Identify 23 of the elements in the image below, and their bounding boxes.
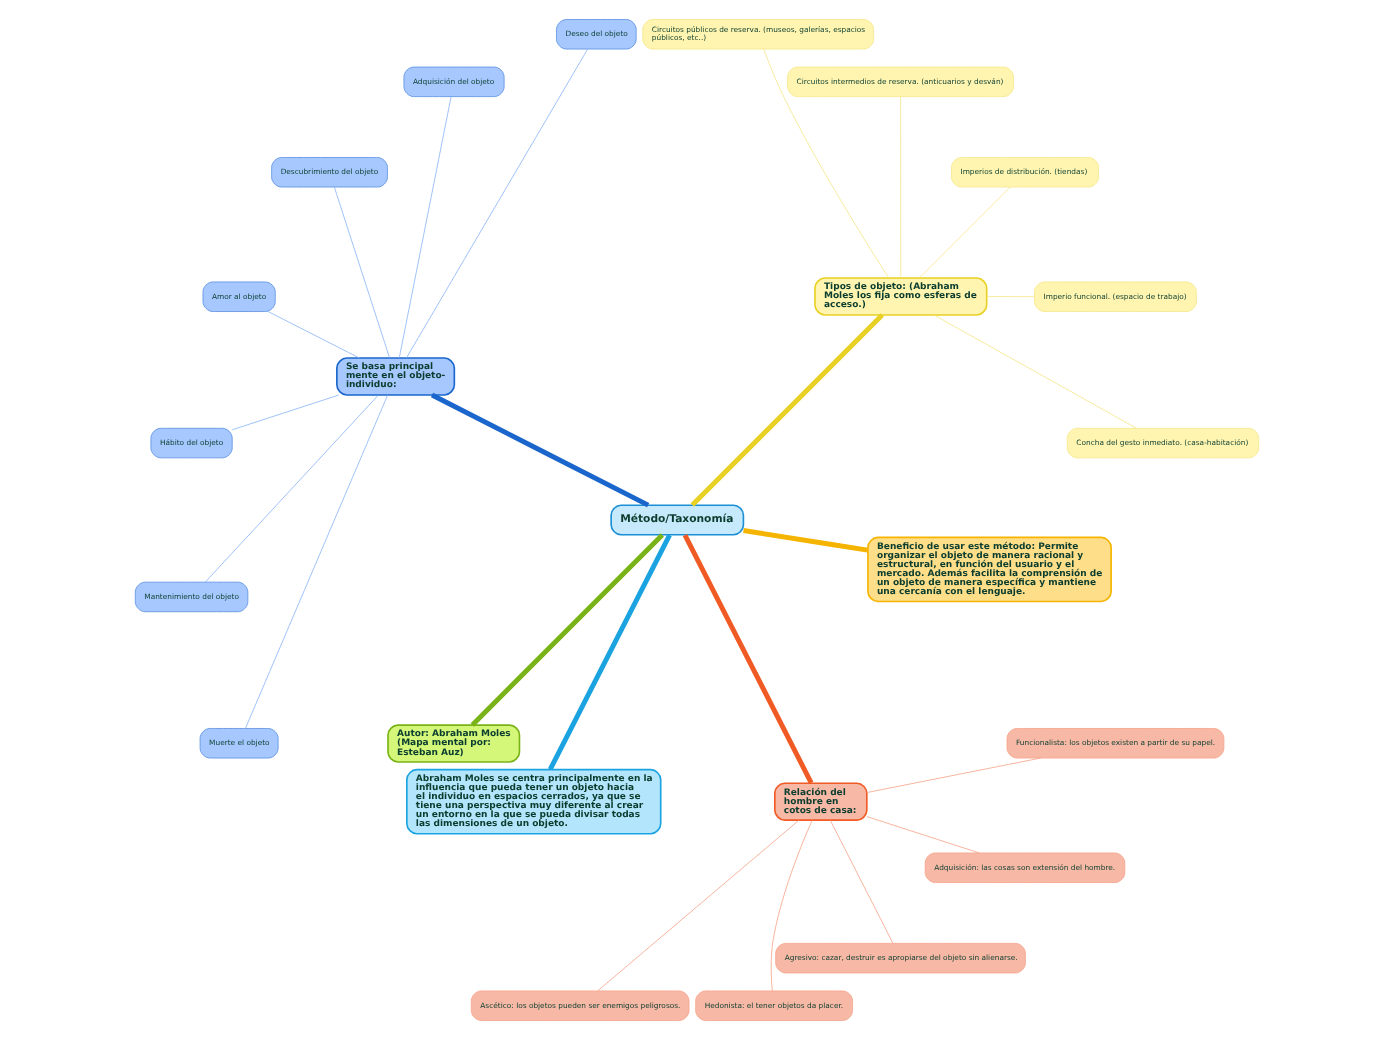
- connector: [332, 186, 389, 359]
- connector: [203, 394, 378, 583]
- connector: [230, 394, 339, 431]
- connector: [266, 311, 359, 359]
- connector: [547, 534, 671, 771]
- connector: [244, 394, 388, 729]
- connector: [689, 313, 883, 507]
- connector: [429, 392, 649, 508]
- connector: [405, 48, 588, 359]
- connector: [397, 96, 451, 359]
- connector: [469, 533, 663, 727]
- connector: [681, 534, 813, 784]
- connector: [742, 528, 867, 553]
- connector: [828, 819, 893, 944]
- connector: [762, 48, 889, 279]
- connector: [865, 757, 1041, 793]
- connector: [918, 186, 1010, 279]
- connector: [932, 314, 1136, 429]
- connector: [985, 296, 1034, 298]
- connector: [899, 96, 901, 279]
- connector: [865, 816, 979, 854]
- connector: [769, 819, 812, 992]
- connector: [596, 819, 799, 992]
